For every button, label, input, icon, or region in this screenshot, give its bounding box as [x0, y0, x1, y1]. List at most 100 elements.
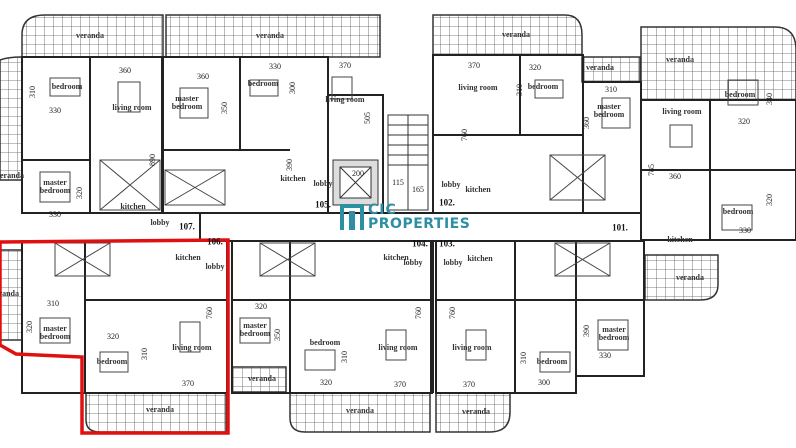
veranda-left-1 [0, 56, 23, 181]
room-label-kitchen: kitchen [383, 253, 409, 262]
dimension-label: 330 [49, 106, 61, 115]
dimension-label: 310 [605, 85, 617, 94]
dimension-label: 320 [107, 332, 119, 341]
dimension-label: 390 [582, 325, 591, 337]
dimension-label: 320 [738, 117, 750, 126]
room-label-living-room: living room [378, 343, 418, 352]
veranda-top-5 [640, 26, 796, 101]
room-label-master-bedroom: master bedroom [39, 178, 71, 195]
dimension-label: 360 [119, 66, 131, 75]
unit-number-label: 103. [439, 238, 455, 249]
dimension-label: 760 [460, 129, 469, 141]
veranda-bottom-4 [435, 392, 511, 433]
dimension-label: 360 [197, 72, 209, 81]
room-label-bedroom: bedroom [722, 207, 754, 216]
dimension-label: 310 [28, 86, 37, 98]
room-label-veranda: veranda [256, 31, 284, 40]
room-label-veranda: veranda [248, 374, 276, 383]
dimension-label: 760 [205, 307, 214, 319]
room-label-veranda: veranda [146, 405, 174, 414]
dimension-label: 370 [468, 61, 480, 70]
dimension-label: 300 [288, 82, 297, 94]
veranda-bottom-3 [289, 392, 431, 433]
dimension-label: 350 [273, 329, 282, 341]
dimension-label: 320 [765, 194, 774, 206]
selected-unit-highlight [0, 238, 230, 435]
room-label-bedroom: bedroom [96, 357, 128, 366]
room-label-master-bedroom: master bedroom [239, 321, 271, 338]
dimension-label: 115 [392, 178, 404, 187]
room-label-veranda: veranda [0, 289, 19, 298]
dimension-label: 505 [363, 112, 372, 124]
room-label-living-room: living room [458, 83, 498, 92]
dimension-label: 310 [515, 84, 524, 96]
dimension-label: 330 [599, 351, 611, 360]
unit-number-label: 101. [612, 222, 628, 233]
dimension-label: 320 [255, 302, 267, 311]
dimension-label: 320 [25, 321, 34, 333]
fixtures [39, 76, 759, 373]
dimension-label: 370 [394, 380, 406, 389]
cic-properties-logo: CIC PROPERTIES [340, 203, 470, 231]
room-label-master-bedroom: master bedroom [39, 324, 71, 341]
dimension-label: 760 [448, 307, 457, 319]
room-label-veranda: veranda [676, 273, 704, 282]
dimension-label: 890 [148, 154, 157, 166]
dimension-label: 310 [340, 351, 349, 363]
dimension-label: 300 [538, 378, 550, 387]
room-label-bedroom: bedroom [247, 79, 279, 88]
room-label-living-room: living room [112, 103, 152, 112]
room-label-master-bedroom: master bedroom [171, 94, 203, 111]
dimension-label: 390 [285, 159, 294, 171]
room-label-bedroom: bedroom [536, 357, 568, 366]
room-label-kitchen: kitchen [467, 254, 493, 263]
veranda-top-2 [165, 14, 381, 58]
dimension-label: 330 [269, 62, 281, 71]
dimension-label: 320 [529, 63, 541, 72]
dimension-label: 360 [669, 172, 681, 181]
room-label-bedroom: bedroom [51, 82, 83, 91]
veranda-top-3 [432, 14, 583, 56]
dimension-label: 760 [414, 307, 423, 319]
unit-number-label: 107. [179, 221, 195, 232]
logo-line1: CIC [368, 202, 397, 218]
room-label-lobby: lobby [205, 262, 225, 271]
room-label-master-bedroom: master bedroom [598, 325, 630, 342]
room-label-veranda: veranda [666, 55, 694, 64]
stairs-elevator [332, 114, 429, 211]
logo-line2: PROPERTIES [368, 216, 471, 232]
unit-number-label: 106. [207, 236, 223, 247]
unit-number-label: 104. [412, 238, 428, 249]
room-label-kitchen: kitchen [465, 185, 491, 194]
veranda-top-1 [21, 14, 164, 58]
room-label-lobby: lobby [403, 258, 423, 267]
room-label-kitchen: kitchen [667, 235, 693, 244]
dimension-label: 310 [519, 352, 528, 364]
room-label-veranda: veranda [0, 171, 24, 180]
room-label-lobby: lobby [441, 180, 461, 189]
room-label-kitchen: kitchen [280, 174, 306, 183]
dimension-label: 310 [140, 348, 149, 360]
dimension-label: 370 [182, 379, 194, 388]
room-label-living-room: living room [452, 343, 492, 352]
room-label-kitchen: kitchen [120, 202, 146, 211]
room-label-kitchen: kitchen [175, 253, 201, 262]
dimension-label: 340 [765, 93, 774, 105]
dimension-label: 370 [339, 61, 351, 70]
unit-number-label: 105. [315, 199, 331, 210]
room-label-veranda: veranda [462, 407, 490, 416]
dimension-label: 320 [320, 378, 332, 387]
dimension-label: 330 [49, 210, 61, 219]
dimension-label: 200 [352, 169, 364, 178]
room-label-living-room: living room [172, 343, 212, 352]
dimension-label: 360 [582, 117, 591, 129]
room-label-lobby: lobby [313, 179, 333, 188]
dimension-label: 165 [412, 185, 424, 194]
dimension-label: 370 [463, 380, 475, 389]
room-label-living-room: living room [662, 107, 702, 116]
room-label-veranda: veranda [502, 30, 530, 39]
veranda-right [644, 254, 719, 301]
dimension-label: 350 [220, 102, 229, 114]
